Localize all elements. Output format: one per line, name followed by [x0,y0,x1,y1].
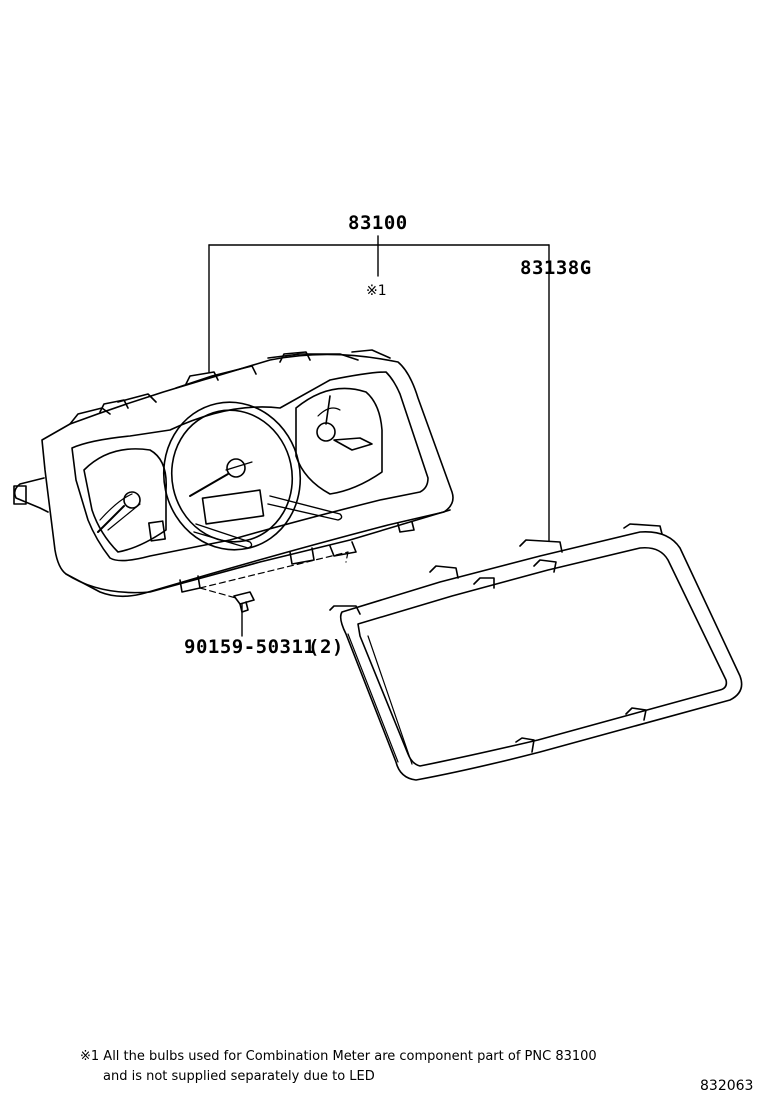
speedometer-gauge [162,401,343,551]
glass-frame-inner [357,546,728,767]
label-83138g: 83138G [520,257,592,279]
trip-knob-right [267,495,343,521]
odometer-display [201,489,265,525]
meter-top-rim [69,349,391,425]
label-83100: 83100 [348,212,408,234]
label-screw-qty: (2) [308,636,344,658]
illustration-number: 832063 [700,1078,754,1094]
meter-left-clip [13,485,27,505]
meter-bottom-lugs [179,521,415,593]
meter-bottom-edge [65,509,451,594]
meter-glass-frame [329,523,743,781]
leader-lines [208,235,550,637]
glass-frame-outer [339,531,743,781]
combination-meter [13,349,454,599]
trip-knob-left [193,523,253,549]
screw-part [233,591,255,613]
label-note-marker: ※1 [366,283,387,299]
meter-housing-outer [41,353,454,598]
fuel-temp-gauge [295,387,383,495]
meter-top-tabs [99,351,311,413]
tachometer-gauge [83,448,167,553]
glass-frame-clips [473,559,647,753]
meter-left-bracket [13,477,49,513]
label-screw-number: 90159-50311 [184,636,316,658]
screw-guide-line [199,551,349,599]
glass-frame-edge [347,633,413,765]
footnote-line-2: and is not supplied separately due to LE… [103,1069,375,1084]
glass-frame-tabs [329,523,663,615]
footnote-line-1: ※1 All the bulbs used for Combination Me… [80,1049,597,1064]
meter-bezel-inner [71,371,429,562]
